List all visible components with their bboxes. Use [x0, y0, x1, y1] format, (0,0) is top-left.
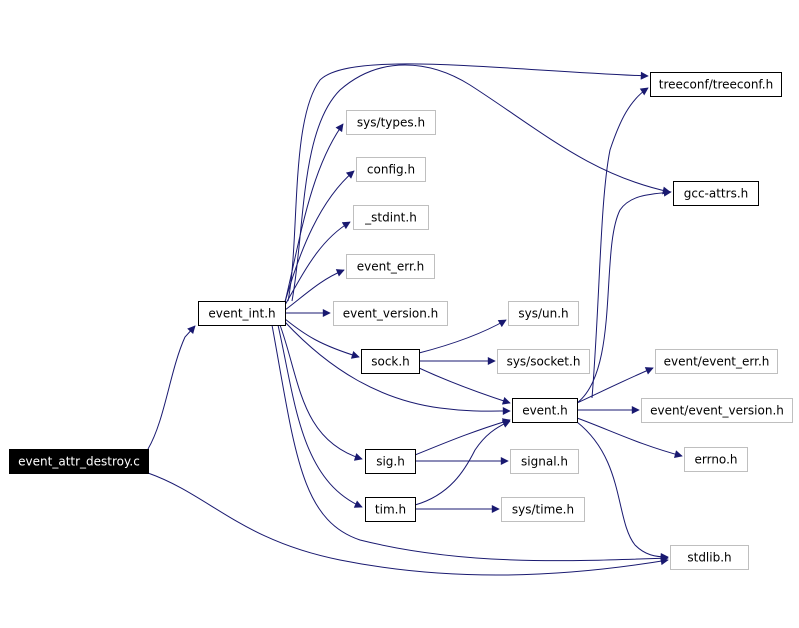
edge-event-int-to-config — [284, 170, 355, 303]
node-errno[interactable]: errno.h — [684, 447, 748, 472]
edge-event-to-event-event-err — [576, 367, 654, 404]
edge-event-to-stdlib — [576, 421, 669, 561]
node-label: event/event_err.h — [664, 355, 770, 369]
node-box — [508, 301, 579, 326]
node-sig[interactable]: sig.h — [365, 449, 416, 474]
node-box — [9, 449, 149, 474]
node-box — [356, 157, 426, 182]
edge-event-to-errno — [576, 417, 683, 459]
node-box — [353, 205, 429, 230]
node-sock[interactable]: sock.h — [361, 349, 420, 374]
node-root[interactable]: event_attr_destroy.c — [9, 449, 149, 474]
edge-event-int-to-gcc-attrs — [291, 64, 671, 302]
node-sys-socket[interactable]: sys/socket.h — [497, 349, 590, 374]
node-label: errno.h — [695, 453, 738, 467]
edge-root-to-event-int — [147, 325, 196, 450]
edge-event-int-to-stdint — [284, 221, 351, 306]
node-label: sig.h — [376, 455, 405, 469]
edge-event-int-to-event — [284, 321, 511, 416]
node-signal[interactable]: signal.h — [510, 449, 579, 474]
node-label: sock.h — [371, 355, 410, 369]
node-label: sys/time.h — [512, 503, 574, 517]
node-label: event.h — [522, 404, 568, 418]
node-box — [641, 398, 793, 423]
edge-root-to-stdlib — [147, 472, 669, 576]
node-box — [673, 181, 759, 206]
node-box — [361, 349, 420, 374]
edge-sock-to-event — [418, 367, 511, 405]
node-label: event_version.h — [343, 307, 439, 321]
node-label: sys/un.h — [518, 307, 568, 321]
node-box — [650, 72, 782, 97]
node-box — [333, 301, 448, 326]
node-stdlib[interactable]: stdlib.h — [670, 545, 749, 570]
edge-event-int-to-sock — [284, 318, 360, 359]
node-box — [684, 447, 748, 472]
edge-event-int-to-sig — [279, 324, 363, 461]
node-label: sys/socket.h — [507, 355, 581, 369]
node-stdint[interactable]: _stdint.h — [353, 205, 429, 230]
node-box — [655, 349, 778, 374]
node-label: tim.h — [375, 503, 406, 517]
node-box — [501, 497, 585, 522]
node-label: config.h — [367, 163, 415, 177]
node-box — [497, 349, 590, 374]
edge-sock-to-sys-un — [418, 319, 507, 354]
node-label: event_int.h — [208, 307, 275, 321]
node-box — [365, 497, 416, 522]
edge-event-int-to-stdlib — [271, 324, 669, 563]
node-sys-un[interactable]: sys/un.h — [508, 301, 579, 326]
node-box — [346, 254, 435, 279]
node-treeconf[interactable]: treeconf/treeconf.h — [650, 72, 782, 97]
node-sys-time[interactable]: sys/time.h — [501, 497, 585, 522]
node-box — [346, 110, 436, 135]
node-box — [512, 398, 578, 423]
node-box — [670, 545, 749, 570]
node-gcc-attrs[interactable]: gcc-attrs.h — [673, 181, 759, 206]
node-event-int[interactable]: event_int.h — [198, 301, 286, 326]
edge-event-int-to-tim — [277, 324, 363, 508]
node-event[interactable]: event.h — [512, 398, 578, 423]
dependency-nodes: event_attr_destroy.c event_int.h treeconf/… — [9, 72, 793, 570]
node-box — [198, 301, 286, 326]
edge-tim-to-event — [414, 420, 511, 506]
node-label: _stdint.h — [364, 211, 417, 225]
node-config[interactable]: config.h — [356, 157, 426, 182]
node-tim[interactable]: tim.h — [365, 497, 416, 522]
node-event-err[interactable]: event_err.h — [346, 254, 435, 279]
edge-sig-to-event — [414, 418, 511, 456]
node-label: sys/types.h — [357, 116, 425, 130]
node-event-version[interactable]: event_version.h — [333, 301, 448, 326]
dependency-edges — [147, 63, 683, 576]
node-label: event_err.h — [357, 260, 425, 274]
node-box — [510, 449, 579, 474]
edge-event-to-treeconf — [591, 87, 649, 399]
node-label: event_attr_destroy.c — [18, 455, 140, 469]
node-label: stdlib.h — [687, 551, 731, 565]
edge-event-int-to-event-err — [284, 269, 345, 311]
node-label: gcc-attrs.h — [684, 187, 749, 201]
edge-event-int-to-sys-types — [284, 123, 344, 303]
edge-event-int-to-treeconf — [287, 63, 649, 302]
node-label: treeconf/treeconf.h — [659, 78, 773, 92]
node-sys-types[interactable]: sys/types.h — [346, 110, 436, 135]
node-label: event/event_version.h — [650, 404, 784, 418]
node-event-event-err[interactable]: event/event_err.h — [655, 349, 778, 374]
node-event-event-version[interactable]: event/event_version.h — [641, 398, 793, 423]
edge-event-to-gcc-attrs — [576, 188, 672, 404]
node-box — [365, 449, 416, 474]
node-label: signal.h — [521, 455, 568, 469]
